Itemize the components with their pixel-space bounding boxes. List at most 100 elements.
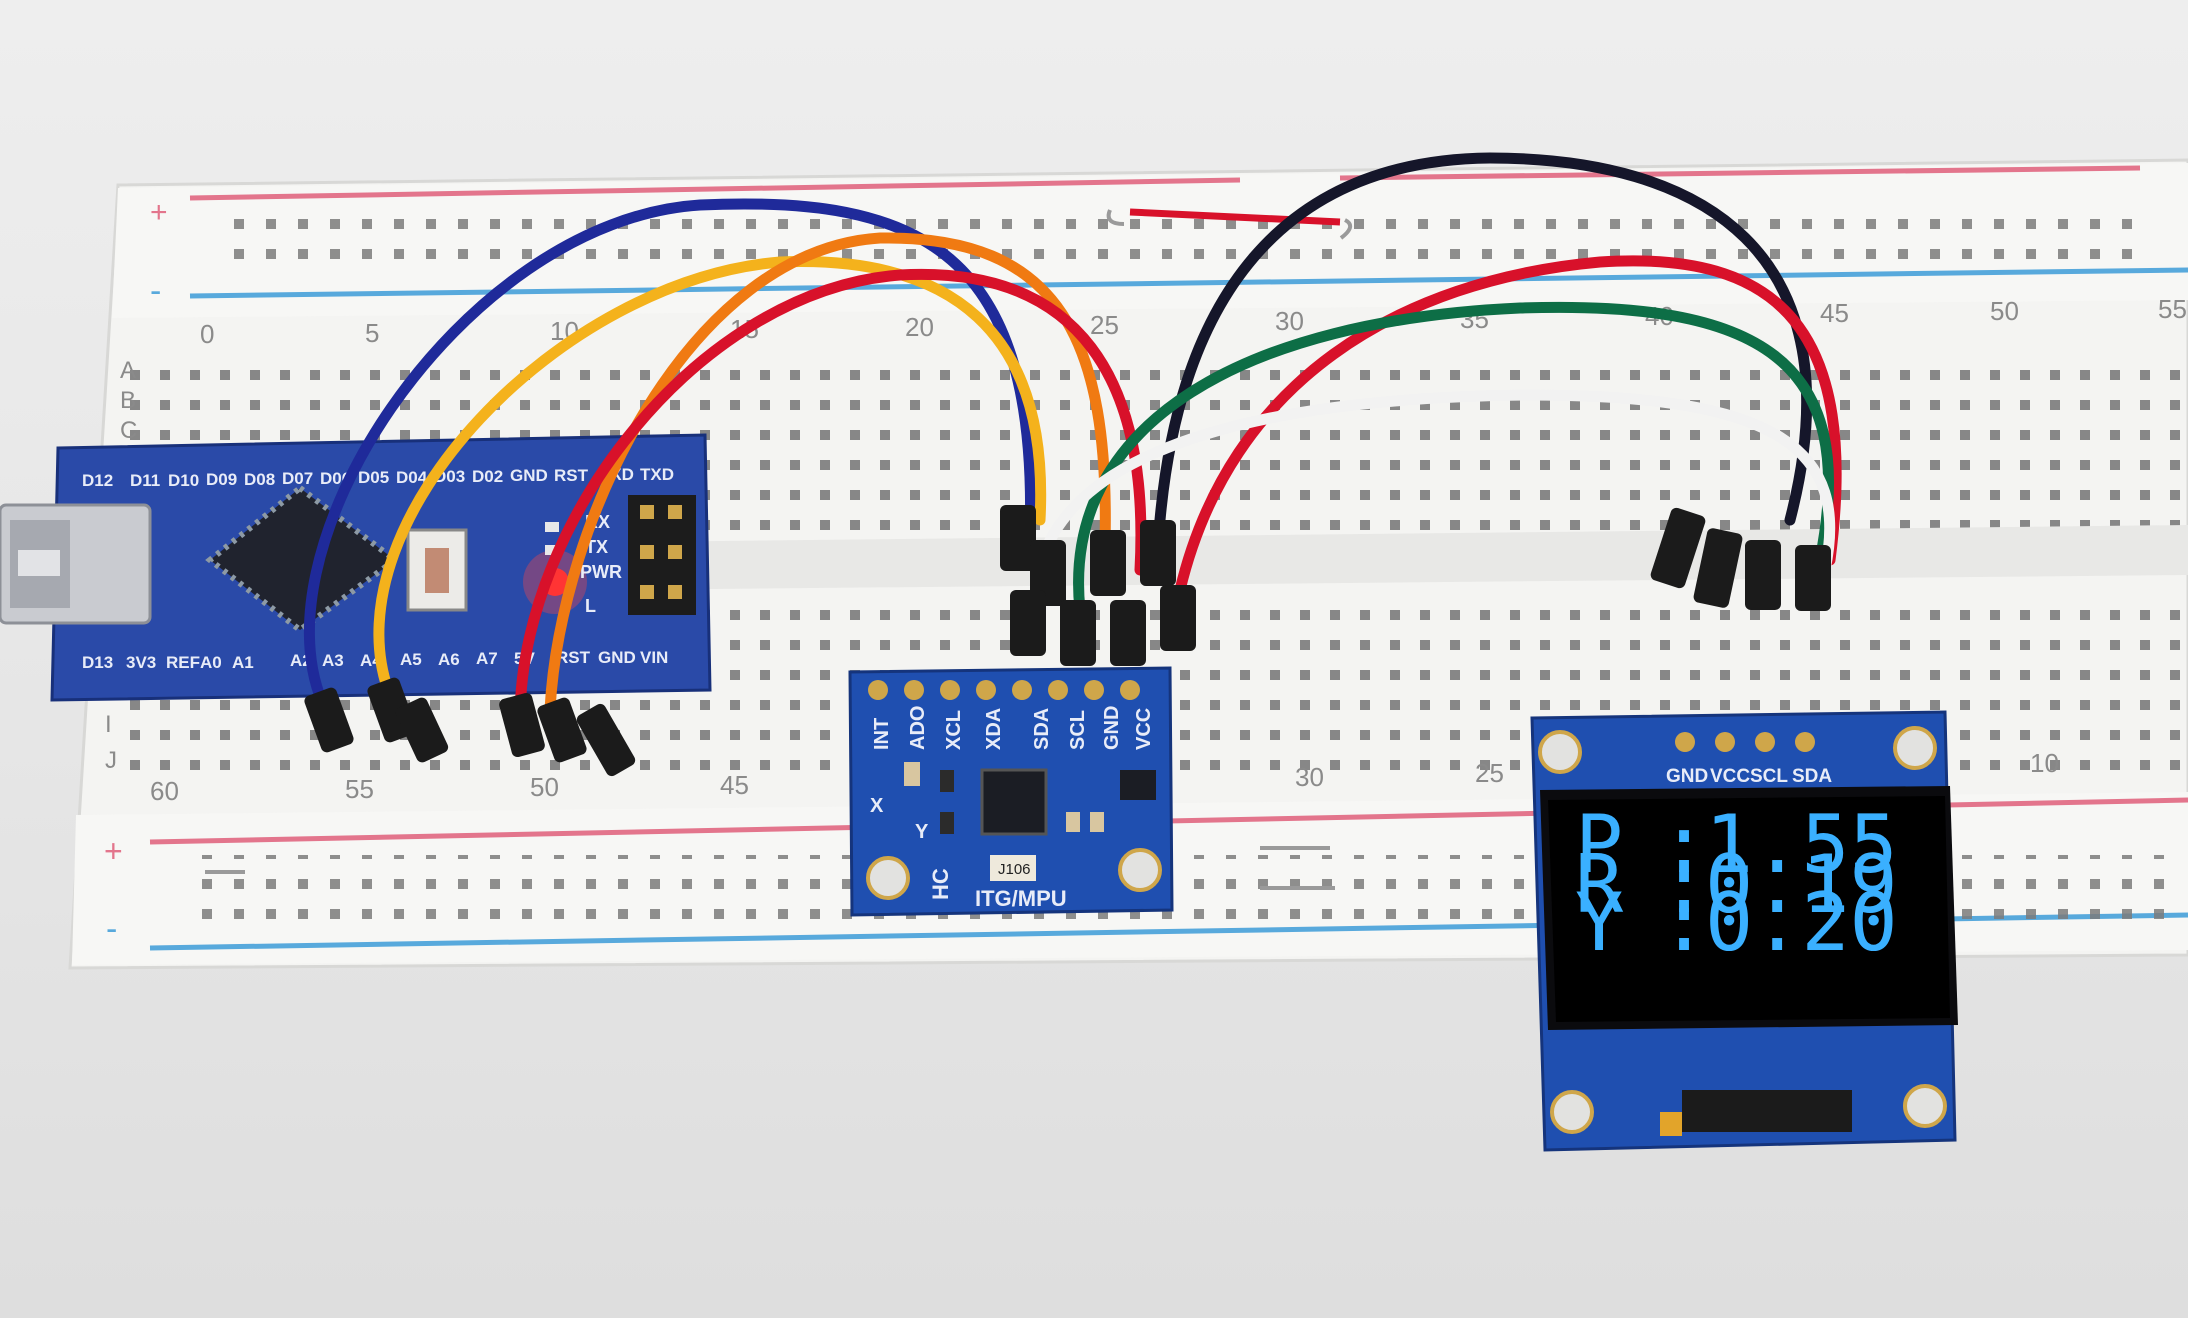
oled-label-yaw: Y [1575,876,1623,969]
arduino-top-pin-labels: D12 D11 D10 D09 D08 D07 D06 D05 D04 D03 … [82,465,674,490]
pin-label: RST [556,648,591,667]
pin-label: XCL [943,710,965,750]
reset-button-cap[interactable] [425,548,449,593]
row-letter: A [120,357,136,384]
pin-label: D12 [82,471,113,490]
row-letter: I [105,711,112,738]
plug [1090,530,1126,596]
pin-label: GND [510,466,548,485]
bottom-rail-plus: + [104,833,123,869]
col-num: 45 [1820,298,1849,328]
plug [576,703,636,777]
mpu-axis-y: Y [915,821,929,843]
oled-mount-hole [1550,1090,1594,1134]
top-rail-red-line-right [1339,165,2141,181]
mpu-smd-4 [1066,812,1080,832]
yellow-wire [373,256,1047,696]
pin-label: D07 [282,469,313,488]
led-label: TX [585,537,608,557]
mpu-smd-1 [904,762,920,786]
plug [1160,585,1196,651]
row-letter: C [120,417,137,444]
microcontroller-chip [205,484,401,634]
pin-label: VIN [640,648,668,667]
arduino-bottom-pin-labels: D13 3V3 REF A0 A1 A2 A3 A4 A5 A6 A7 5V R… [82,648,668,672]
plug [1745,540,1781,610]
oled-readout: P : 1.55 R : 0.19 Y : 0.20 [1575,798,1898,969]
mpu-mount-hole-left [866,856,910,900]
pin-label: VCC [1710,766,1750,787]
oled-screen [1548,796,1950,1022]
pin-label: D02 [472,467,503,486]
plug [1795,545,1831,611]
oled-header-pins [1675,732,1815,752]
plug [1693,528,1743,608]
col-num: 60 [150,776,179,806]
pin-label: RST [554,466,589,485]
col-num: 25 [1090,310,1119,340]
mpu-mount-hole-right [1118,848,1162,892]
plug [395,697,449,763]
mpu-j106-chip [990,855,1036,881]
pin-label: VCC [1133,708,1155,750]
plug [1140,520,1176,586]
col-num: 55 [345,774,374,804]
top-rail-plus: + [150,196,168,229]
plug [1000,505,1036,571]
plug [1650,507,1706,589]
pin-label: D11 [130,471,160,490]
pin-label: SDA [1031,708,1053,750]
pin-label: A6 [438,650,460,669]
col-num: 10 [2030,748,2059,778]
plug [304,687,354,753]
mpu-board-label: ITG/MPU [975,886,1067,911]
top-rail-minus: - [150,272,161,310]
usb-port-inner [18,550,60,576]
row-letter: B [120,387,136,414]
oled-label-roll: R [1575,838,1624,931]
top-rail-red-line [189,177,1241,201]
mpu-regulator [1120,770,1156,800]
mpu-smd-5 [1090,812,1104,832]
plug [499,692,545,758]
blue-wire [304,198,1037,724]
white-wire [1029,389,1836,616]
col-num: 0 [200,319,214,349]
col-num: 45 [720,770,749,800]
mpu-j106-label: J106 [998,861,1031,878]
mpu-pin-labels: INT ADO XCL XDA SDA SCL GND VCC [871,706,1155,750]
red-rail-jumper [1129,208,1341,226]
col-num: 55 [2158,294,2187,324]
rail-link-top [1106,209,1353,240]
pin-label: A1 [232,653,254,672]
pin-label: XDA [983,708,1005,750]
bottom-rail-minus: - [106,910,117,948]
wire-plugs [304,505,1831,777]
red-wire-right [1174,255,1842,596]
pin-label: ADO [907,706,929,750]
pin-label: D08 [244,470,275,489]
plug [1030,540,1066,606]
oled-flex-tab [1660,1112,1682,1136]
pin-label: D13 [82,653,113,672]
plug [1060,600,1096,666]
oled-sep: : [1660,798,1708,891]
oled-module: GND VCC SCL SDA P : 1.55 R : 0.19 Y : 0.… [1530,710,1958,1152]
col-num: 30 [1295,762,1324,792]
pin-label: D09 [206,470,237,489]
oled-value-roll: 0.19 [1705,838,1898,931]
col-num: 5 [365,318,379,348]
pin-label: A3 [322,651,344,670]
jumper-wires [304,152,1842,726]
plug [1110,600,1146,666]
mpu-header-pins [868,680,1140,700]
col-num: 50 [530,772,559,802]
oled-mount-hole [1903,1084,1947,1128]
pin-label: 3V3 [126,653,156,672]
oled-value-pitch: 1.55 [1705,798,1898,891]
red-wire-left [514,268,1147,726]
pin-label: TXD [640,465,674,484]
pin-label: GND [598,648,636,667]
pin-label: SCL [1067,710,1089,750]
